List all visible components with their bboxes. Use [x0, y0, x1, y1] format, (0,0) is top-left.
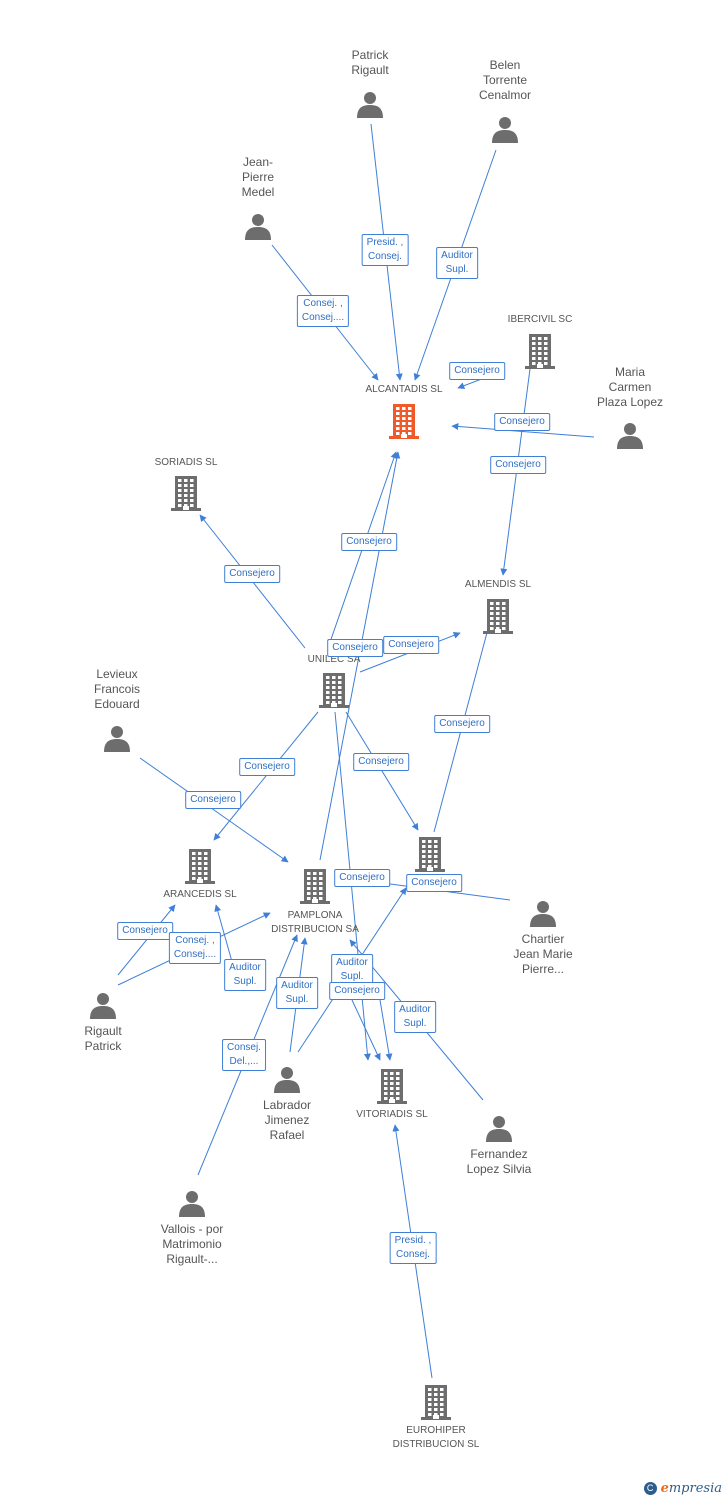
relationship-role-label[interactable]: Presid. , Consej. — [361, 234, 409, 266]
relationship-role-label[interactable]: Auditor Supl. — [276, 977, 318, 1009]
company-name: EUROHIPER DISTRIBUCION SL — [392, 1425, 480, 1450]
person-icon — [357, 92, 383, 118]
relationship-role-label[interactable]: Consej. , Consej.... — [296, 295, 350, 327]
empresia-logo[interactable]: C empresia — [643, 1481, 722, 1496]
company-name: SORIADIS SL — [154, 457, 218, 468]
person-icon — [530, 901, 556, 927]
relationship-role-label[interactable]: Consejero — [494, 413, 550, 431]
person-name: Vallois - por Matrimonio Rigault-... — [160, 1222, 224, 1266]
person-icon — [90, 993, 116, 1019]
relationship-role-label[interactable]: Consejero — [334, 869, 390, 887]
building-icon — [377, 1069, 407, 1104]
building-icon — [389, 404, 419, 439]
copyright-icon: C — [643, 1482, 657, 1495]
building-icon — [300, 869, 330, 904]
person-name: Chartier Jean Marie Pierre... — [513, 932, 573, 976]
relationship-line — [379, 999, 393, 1061]
relationship-role-label[interactable]: Consejero — [490, 456, 546, 474]
person-icon — [179, 1191, 205, 1217]
relationship-role-label[interactable]: Consejero — [434, 715, 490, 733]
relationship-line — [139, 757, 289, 863]
building-icon — [421, 1385, 451, 1420]
relationship-role-label[interactable]: Consejero — [341, 533, 397, 551]
relationship-role-label[interactable]: Consejero — [383, 636, 439, 654]
building-icon — [525, 334, 555, 369]
person-name: Maria Carmen Plaza Lopez — [596, 365, 664, 409]
relationship-line — [213, 711, 319, 841]
person-name: Belen Torrente Cenalmor — [478, 58, 532, 102]
company-name: VITORIADIS SL — [356, 1109, 428, 1120]
relationship-role-label[interactable]: Auditor Supl. — [436, 247, 478, 279]
company-name: ARANCEDIS SL — [163, 889, 237, 900]
relationship-role-label[interactable]: Consejero — [406, 874, 462, 892]
relationship-role-label[interactable]: Consej. Del.,... — [222, 1039, 266, 1071]
person-icon — [274, 1067, 300, 1093]
relationship-role-label[interactable]: Consejero — [449, 362, 505, 380]
person-icon — [245, 214, 271, 240]
building-icon — [185, 849, 215, 884]
relationship-role-label[interactable]: Consejero — [329, 982, 385, 1000]
person-name: Rigault Patrick — [84, 1024, 122, 1053]
person-icon — [104, 726, 130, 752]
brand-name: empresia — [660, 1481, 722, 1496]
company-name: IBERCIVIL SC — [507, 314, 573, 325]
person-icon — [492, 117, 518, 143]
person-name: Jean- Pierre Medel — [241, 155, 275, 199]
company-name: ALMENDIS SL — [464, 579, 532, 590]
relationship-role-label[interactable]: Consejero — [353, 753, 409, 771]
relationship-line — [351, 999, 381, 1061]
person-name: Levieux Francois Edouard — [93, 667, 140, 711]
relationship-line — [117, 904, 176, 976]
person-name: Labrador Jimenez Rafael — [262, 1098, 312, 1142]
person-icon — [486, 1116, 512, 1142]
relationship-role-label[interactable]: Consejero — [185, 791, 241, 809]
relationship-line — [345, 711, 419, 831]
building-icon — [415, 837, 445, 872]
building-icon — [319, 673, 349, 708]
company-name: ALCANTADIS SL — [365, 384, 443, 395]
relationship-role-label[interactable]: Consejero — [224, 565, 280, 583]
relationship-line — [451, 422, 595, 438]
building-icon — [171, 476, 201, 511]
relationship-role-label[interactable]: Auditor Supl. — [394, 1001, 436, 1033]
relationship-role-label[interactable]: Auditor Supl. — [224, 959, 266, 991]
company-name: UNILEC SA — [307, 654, 361, 665]
person-name: Patrick Rigault — [351, 48, 389, 77]
relationship-role-label[interactable]: Presid. , Consej. — [389, 1232, 437, 1264]
person-name: Fernandez Lopez Silvia — [466, 1147, 532, 1176]
company-name: PAMPLONA DISTRIBUCION SA — [271, 910, 359, 935]
building-icon — [483, 599, 513, 634]
relationship-role-label[interactable]: Consejero — [327, 639, 383, 657]
relationship-role-label[interactable]: Consej. , Consej.... — [168, 932, 222, 964]
relationship-role-label[interactable]: Consejero — [117, 922, 173, 940]
relationship-role-label[interactable]: Consejero — [239, 758, 295, 776]
person-icon — [617, 423, 643, 449]
